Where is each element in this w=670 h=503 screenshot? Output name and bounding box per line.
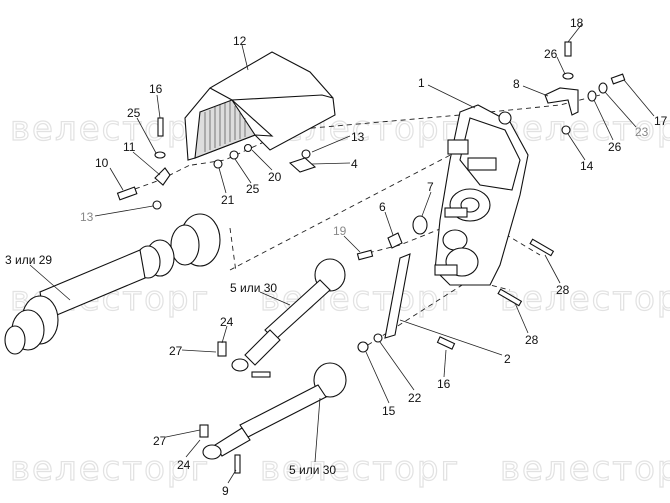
callout-10: 10 — [95, 156, 109, 170]
callout-28: 28 — [556, 283, 570, 297]
guard-12 — [184, 51, 336, 161]
callout-28: 28 — [525, 333, 539, 347]
hardware-left — [116, 117, 317, 210]
callout-25: 25 — [246, 182, 260, 196]
callout-26: 26 — [608, 140, 622, 154]
driveshaft-upper — [217, 258, 346, 378]
callout-15: 15 — [382, 404, 396, 418]
callout-1: 1 — [418, 76, 425, 90]
callout-13: 13 — [351, 130, 365, 144]
callout-27: 27 — [169, 344, 183, 358]
callout-6: 6 — [379, 200, 386, 214]
callout-18: 18 — [570, 16, 584, 30]
callout-24: 24 — [177, 458, 191, 472]
callout-19: 19 — [333, 224, 347, 238]
callout-23: 23 — [635, 125, 649, 139]
hardware-right — [356, 41, 626, 307]
callout-24: 24 — [220, 315, 234, 329]
watermark-layer: велесторг велесторг велесторг велесторг … — [9, 108, 670, 489]
callout-2: 2 — [504, 352, 511, 366]
watermark: велесторг — [260, 449, 460, 489]
callout-16: 16 — [149, 82, 163, 96]
callout-14: 14 — [580, 159, 594, 173]
callout-26: 26 — [544, 47, 558, 61]
callout-25: 25 — [127, 106, 141, 120]
callout-21: 21 — [221, 193, 235, 207]
strap-2 — [357, 253, 456, 353]
callout-12: 12 — [233, 34, 247, 48]
gearbox-1 — [434, 104, 529, 286]
callout-11: 11 — [123, 140, 136, 154]
callout-22: 22 — [408, 391, 422, 405]
callout-27: 27 — [153, 434, 167, 448]
callout-5-or-30: 5 или 30 — [230, 281, 277, 295]
callout-16: 16 — [437, 377, 451, 391]
watermark: велесторг — [500, 449, 670, 489]
callout-3-or-29: 3 или 29 — [5, 253, 52, 267]
callout-20: 20 — [268, 170, 282, 184]
watermark: велесторг — [10, 449, 210, 489]
callout-13: 13 — [80, 210, 94, 224]
driveshaft-lower — [199, 362, 347, 474]
watermark: велесторг — [500, 279, 670, 319]
callout-5-or-30: 5 или 30 — [289, 463, 336, 477]
callout-17: 17 — [654, 114, 668, 128]
callout-labels: 12 16 25 11 10 13 21 25 20 13 4 1 18 26 … — [5, 16, 668, 498]
callout-9: 9 — [222, 484, 229, 498]
leader-lines — [29, 23, 655, 484]
callout-4: 4 — [351, 157, 358, 171]
watermark: велесторг — [500, 109, 670, 149]
pto-shaft-3 — [4, 213, 221, 355]
watermark: велесторг — [10, 109, 210, 149]
callout-7: 7 — [427, 180, 434, 194]
callout-8: 8 — [513, 77, 520, 91]
